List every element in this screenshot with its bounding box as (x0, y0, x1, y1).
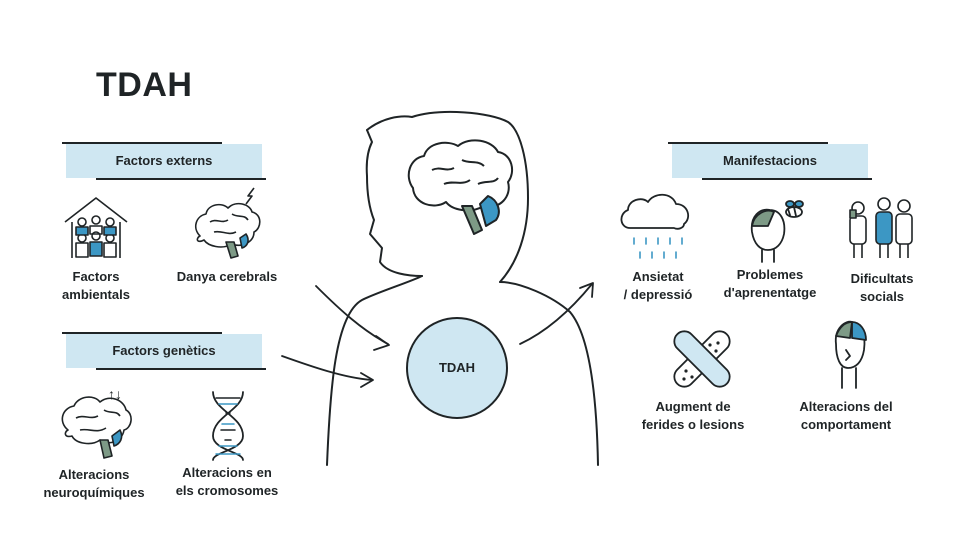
page-title: TDAH (96, 66, 193, 104)
house-people-icon (64, 197, 128, 258)
rain-cloud-icon (620, 193, 690, 259)
label-danya-cerebrals: Danya cerebrals (176, 269, 278, 284)
external-factors-header: Factors externs (115, 153, 213, 168)
manifestations-header: Manifestacions (723, 153, 817, 168)
head-profile-icon (834, 320, 867, 389)
label-dificultats-socials: Dificultats socials (850, 271, 914, 304)
label-alteracions-comportament: Alteracions del comportament (799, 399, 893, 432)
external-factors-banner: Factors externs (62, 142, 266, 180)
person-silhouette (326, 111, 599, 466)
genetic-factors-banner: Factors genètics (62, 332, 266, 370)
genetic-factors-header: Factors genètics (112, 343, 216, 358)
flow-arrows (281, 282, 594, 388)
people-group-icon (849, 197, 913, 258)
manifestations-banner: Manifestacions (668, 142, 872, 180)
label-ansietat-depressio: Ansietat / depressió (623, 269, 693, 302)
dna-icon (212, 391, 244, 461)
brain-icon (61, 396, 132, 459)
label-alteracions-cromosomes: Alteracions en els cromosomes (175, 465, 279, 498)
brain-lightning-icon (194, 187, 261, 259)
center-label: TDAH (438, 360, 476, 375)
up-down-arrows: ↑↓ (108, 386, 122, 402)
label-augment-ferides: Augment de ferides o lesions (641, 399, 745, 432)
tdah-center-circle (406, 317, 508, 419)
label-factors-ambientals: Factors ambientals (62, 269, 130, 302)
head-bee-icon (750, 200, 804, 263)
label-alteracions-neuroquimiques: Alteracions neuroquímiques (43, 467, 145, 500)
label-problemes-aprenentatge: Problemes d'aprenentatge (723, 267, 817, 300)
bandage-icon (673, 330, 731, 388)
head-brain-icon (407, 139, 514, 235)
